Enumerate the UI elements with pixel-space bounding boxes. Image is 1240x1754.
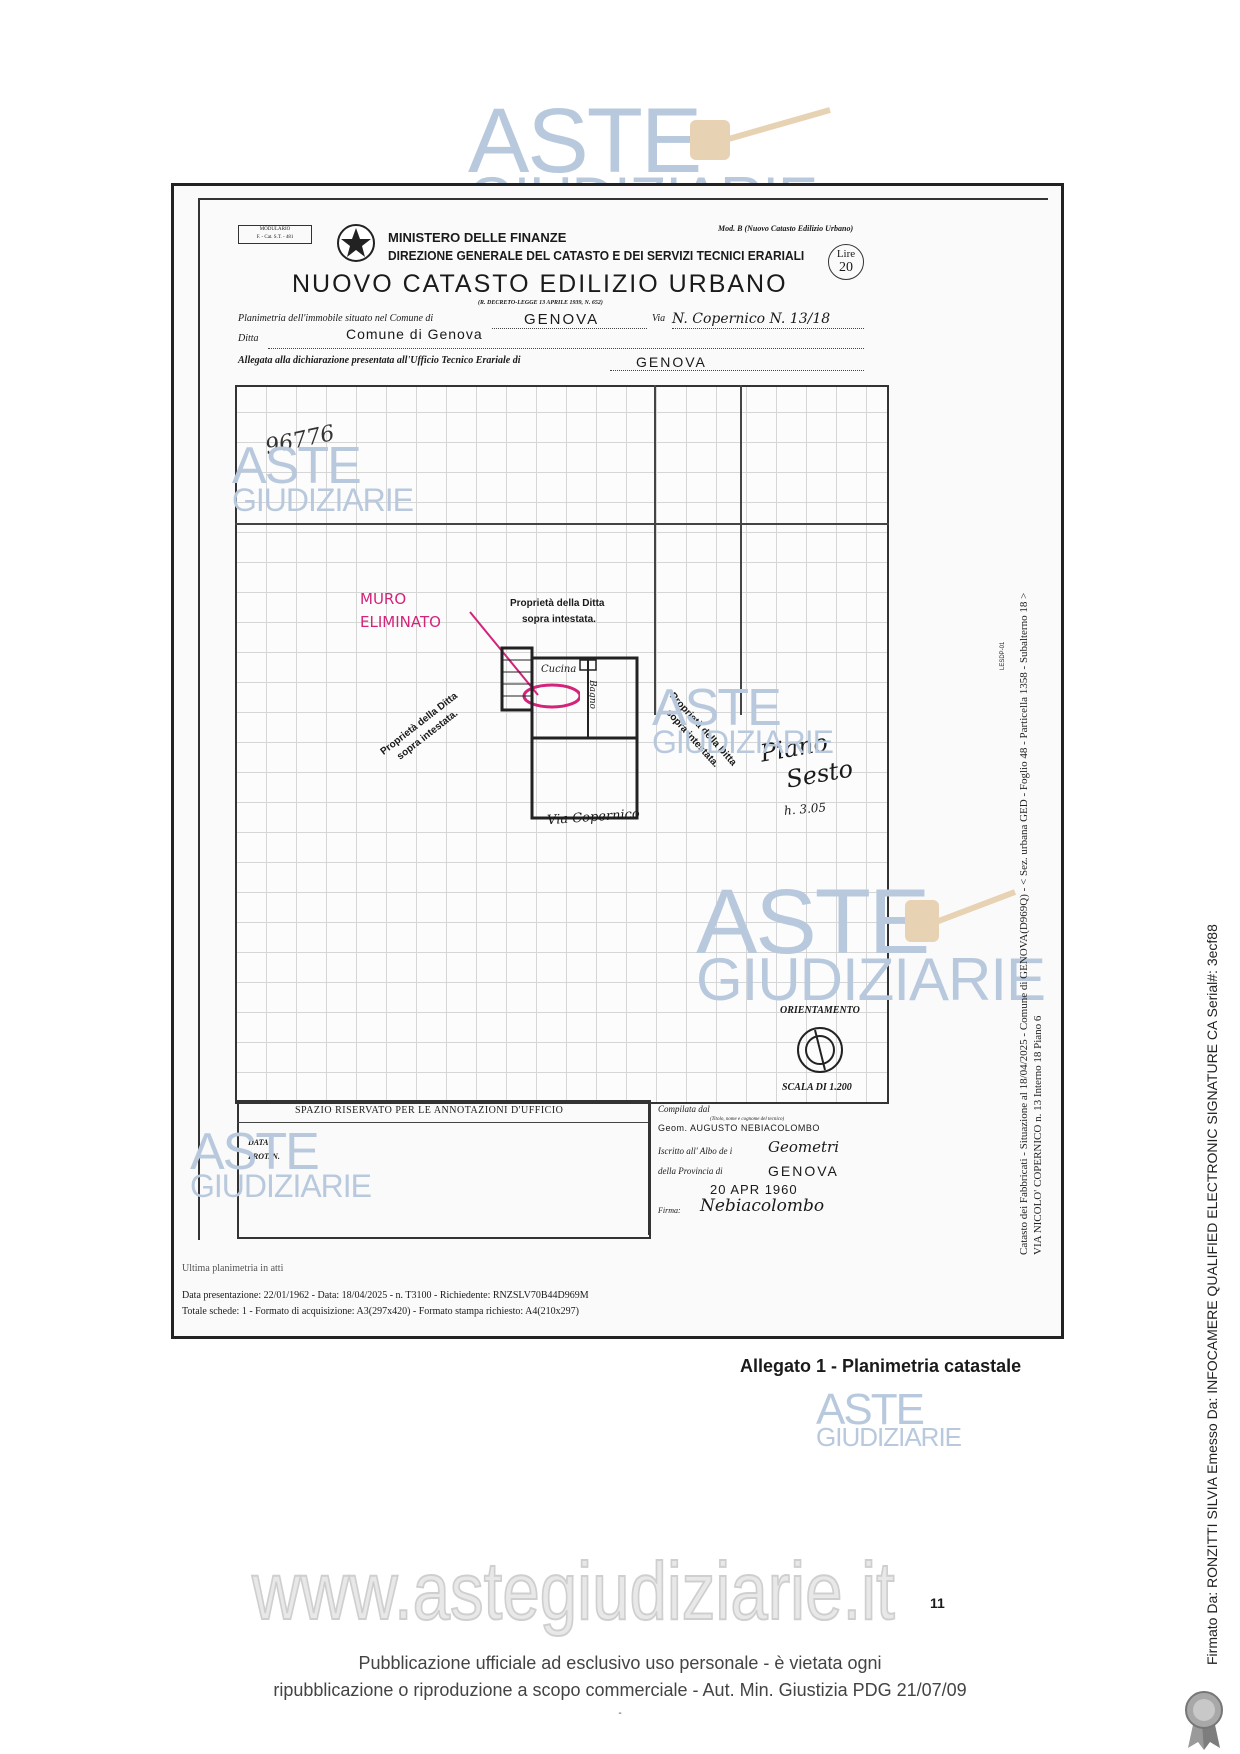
watermark-plan-3-aste: ASTE — [696, 871, 930, 973]
watermark-caption-aste: ASTE — [816, 1385, 925, 1434]
watermark-plan-1: ASTE GIUDIZIARIE — [232, 437, 414, 518]
firma-label: Firma: — [658, 1206, 681, 1215]
provincia-label: della Provincia di — [658, 1166, 723, 1176]
ultima-planimetria: Ultima planimetria in atti — [182, 1263, 284, 1274]
watermark-caption: ASTE GIUDIZIARIE — [816, 1385, 962, 1452]
spazio-label: SPAZIO RISERVATO PER LE ANNOTAZIONI D'UF… — [295, 1105, 564, 1116]
allegata-line — [610, 356, 864, 371]
modulario-box: MODULARIO F. - Cat. S.T. - 481 — [238, 225, 312, 244]
firma-value: Nebiacolombo — [700, 1196, 825, 1216]
proprieta-top-2: sopra intestata. — [522, 614, 596, 625]
gavel-icon-plan-3 — [905, 889, 1017, 942]
lire-label: Lire — [836, 248, 856, 260]
plan-rule-1 — [235, 523, 889, 525]
annotations-rule — [237, 1122, 649, 1123]
scala-label: SCALA DI 1.200 — [782, 1082, 852, 1093]
page-number: 11 — [930, 1595, 945, 1611]
planimetria-label: Planimetria dell'immobile situato nel Co… — [238, 313, 434, 324]
ditta-value: Comune di Genova — [346, 326, 483, 342]
annotations-box — [237, 1100, 651, 1239]
room-bagno: Bagno — [587, 680, 597, 709]
allegata-value: GENOVA — [636, 354, 707, 370]
ministero: MINISTERO DELLE FINANZE — [388, 230, 567, 245]
emblem-icon — [337, 224, 375, 262]
compilata-label: Compilata dal — [658, 1104, 710, 1114]
watermark-caption-giudiziarie: GIUDIZIARIE — [816, 1422, 962, 1452]
eliminato-label: ELIMINATO — [360, 613, 441, 631]
ditta-line — [268, 334, 864, 349]
watermark-plan-2-giudiziarie: GIUDIZIARIE — [652, 724, 834, 760]
plan-rule-3 — [740, 385, 742, 715]
via-label: Via — [652, 313, 666, 324]
footer-line-2: ripubblicazione o riproduzione a scopo c… — [273, 1680, 967, 1700]
provincia-value: GENOVA — [768, 1163, 839, 1179]
orientamento-label: ORIENTAMENTO — [780, 1005, 860, 1016]
room-cucina: Cucina — [541, 664, 577, 675]
lire-stamp: Lire 20 — [828, 244, 864, 280]
modulario-label: MODULARIO — [259, 227, 291, 232]
watermark-plan-3-giudiziarie: GIUDIZIARIE — [696, 946, 1046, 1013]
side-catasto-1: Catasto dei Fabbricati - Situazione al 1… — [1018, 592, 1030, 1255]
footer-dash: - — [618, 1708, 622, 1719]
decreto: (R. DECRETO-LEGGE 13 APRILE 1939, N. 652… — [478, 300, 603, 306]
iscritto-label: Iscritto all' Albo de i — [658, 1146, 733, 1156]
watermark-plan-2-aste: ASTE — [652, 679, 782, 737]
allegata-label: Allegata alla dichiarazione presentata a… — [238, 355, 521, 366]
gavel-icon — [690, 107, 831, 160]
side-catasto-small: LESDP-01 — [1000, 641, 1006, 670]
titolo-label: (Titolo, nome e cognome del tecnico) — [710, 1117, 785, 1122]
seal-icon — [1185, 1691, 1223, 1750]
side-catasto-2: VIA NICOLO' COPERNICO n. 13 Interno 18 P… — [1032, 1015, 1044, 1255]
geometri-value: Geometri — [768, 1138, 839, 1156]
date-stamp: 20 APR 1960 — [710, 1182, 798, 1197]
geom-value: Geom. AUGUSTO NEBIACOLOMBO — [658, 1123, 820, 1133]
lire-value: 20 — [839, 260, 853, 275]
watermark-plan-1-aste: ASTE — [232, 437, 362, 495]
compass-icon — [797, 1027, 843, 1073]
modulario-code: F. - Cat. S.T. - 481 — [256, 235, 294, 240]
watermark-plan-2: ASTE GIUDIZIARIE — [652, 679, 834, 760]
data-label: DATA — [248, 1138, 269, 1147]
floor-plan-grid — [235, 385, 889, 1104]
plan-rule-2 — [654, 385, 656, 715]
signature-line — [648, 1100, 649, 1235]
document-inner-border — [198, 198, 1048, 1240]
proprieta-top-1: Proprietà della Ditta — [510, 598, 605, 609]
direzione: DIREZIONE GENERALE DEL CATASTO E DEI SER… — [388, 248, 805, 263]
watermark-annot: ASTE GIUDIZIARIE — [190, 1123, 372, 1204]
via-line — [672, 314, 864, 329]
apartment-outline — [500, 646, 639, 820]
doc-footer-line2: Totale schede: 1 - Formato di acquisizio… — [182, 1306, 579, 1317]
watermark-plan-3: ASTE GIUDIZIARIE — [696, 871, 1046, 1013]
watermark-plan-1-giudiziarie: GIUDIZIARIE — [232, 482, 414, 518]
via-value: N. Copernico N. 13/18 — [672, 311, 831, 327]
watermark-annot-giudiziarie: GIUDIZIARIE — [190, 1168, 372, 1204]
footer-line-1: Pubblicazione ufficiale ad esclusivo uso… — [358, 1653, 882, 1673]
comune-value: GENOVA — [524, 311, 600, 328]
comune-line — [492, 314, 647, 329]
website-watermark: www.astegiudiziarie.it — [251, 1545, 895, 1638]
doc-footer-line1: Data presentazione: 22/01/1962 - Data: 1… — [182, 1290, 589, 1301]
muro-label: MURO — [360, 590, 407, 608]
form-title: NUOVO CATASTO EDILIZIO URBANO — [292, 270, 788, 298]
signature-text: Firmato Da: RONZITTI SILVIA Emesso Da: I… — [1204, 924, 1220, 1665]
watermark-annot-aste: ASTE — [190, 1123, 320, 1181]
mod-b: Mod. B (Nuovo Catasto Edilizio Urbano) — [718, 224, 854, 233]
prot-label: PROT. N. — [248, 1152, 280, 1161]
watermark-aste: ASTE — [468, 90, 702, 192]
caption: Allegato 1 - Planimetria catastale — [740, 1356, 1022, 1376]
ditta-label: Ditta — [238, 333, 259, 344]
